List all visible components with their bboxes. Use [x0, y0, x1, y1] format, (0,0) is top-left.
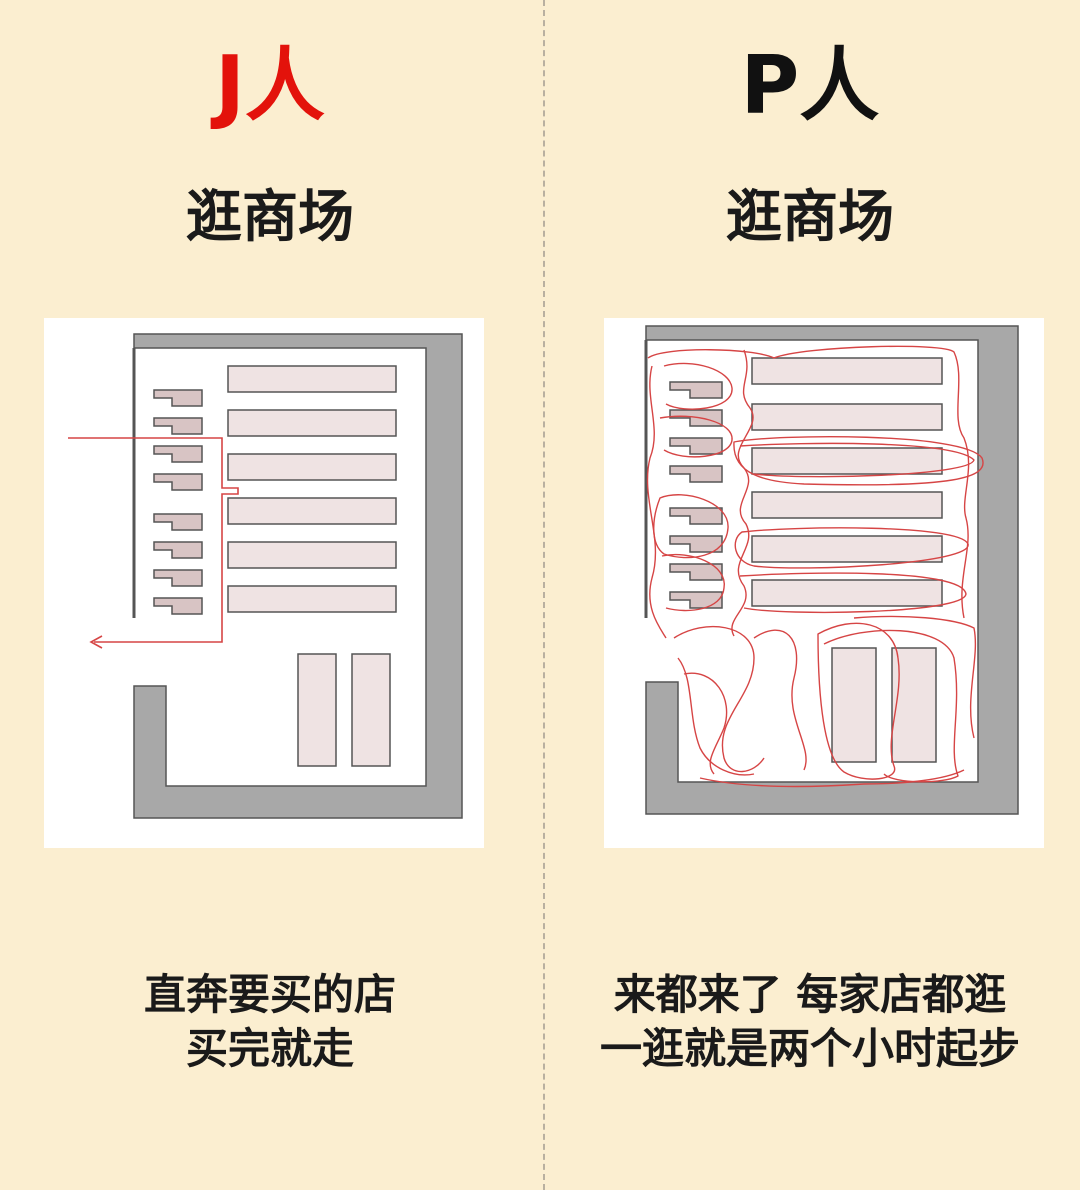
small-store: [669, 563, 723, 581]
p-wandering-route: [646, 345, 984, 788]
j-caption-line-2: 买完就走: [185, 1024, 354, 1073]
tall-store: [351, 653, 391, 767]
small-store: [153, 473, 203, 491]
long-store: [227, 497, 397, 525]
small-stores: [153, 389, 203, 615]
p-floorplan-svg: [644, 325, 1019, 815]
long-stores: [227, 365, 397, 767]
long-store: [751, 491, 943, 519]
long-store: [227, 409, 397, 437]
small-store: [153, 513, 203, 531]
small-store: [153, 597, 203, 615]
tall-store: [831, 647, 877, 763]
long-store: [751, 447, 943, 475]
small-store: [669, 381, 723, 399]
mall-wall: [645, 325, 1019, 815]
j-shopping-subtitle: 逛商场: [186, 185, 354, 250]
small-store: [153, 569, 203, 587]
j-direct-route: [68, 437, 239, 649]
small-store: [669, 507, 723, 525]
long-store: [227, 541, 397, 569]
long-stores: [751, 357, 943, 763]
j-caption: 直奔要买的店 买完就走: [0, 968, 540, 1076]
p-caption-line-2: 一逛就是两个小时起步: [599, 1024, 1020, 1073]
j-caption-line-1: 直奔要买的店: [143, 970, 396, 1019]
long-store: [227, 453, 397, 481]
small-store: [153, 541, 203, 559]
long-store: [227, 365, 397, 393]
j-floorplan-svg: [68, 333, 463, 819]
p-caption: 来都来了 每家店都逛 一逛就是两个小时起步: [540, 968, 1080, 1076]
long-store: [751, 535, 943, 563]
long-store: [751, 357, 943, 385]
small-store: [669, 409, 723, 427]
j-mall-floorplan: [44, 318, 484, 848]
long-store: [751, 403, 943, 431]
center-divider: [543, 0, 545, 1190]
j-person-panel: J人 逛商场: [0, 39, 540, 1076]
small-store: [669, 465, 723, 483]
small-store: [153, 417, 203, 435]
small-store: [153, 445, 203, 463]
long-store: [751, 579, 943, 607]
long-store: [227, 585, 397, 613]
p-person-panel: P人 逛商场: [540, 0, 1080, 1190]
small-store: [669, 437, 723, 455]
p-mall-floorplan: [604, 318, 1044, 848]
p-caption-line-1: 来都来了 每家店都逛: [613, 970, 1007, 1019]
small-store: [153, 389, 203, 407]
p-shopping-subtitle: 逛商场: [726, 185, 894, 250]
tall-store: [297, 653, 337, 767]
p-person-heading: P人: [740, 39, 880, 132]
small-stores: [669, 381, 723, 609]
small-store: [669, 591, 723, 609]
small-store: [669, 535, 723, 553]
j-person-heading: J人: [215, 39, 325, 132]
mall-wall: [133, 333, 463, 819]
